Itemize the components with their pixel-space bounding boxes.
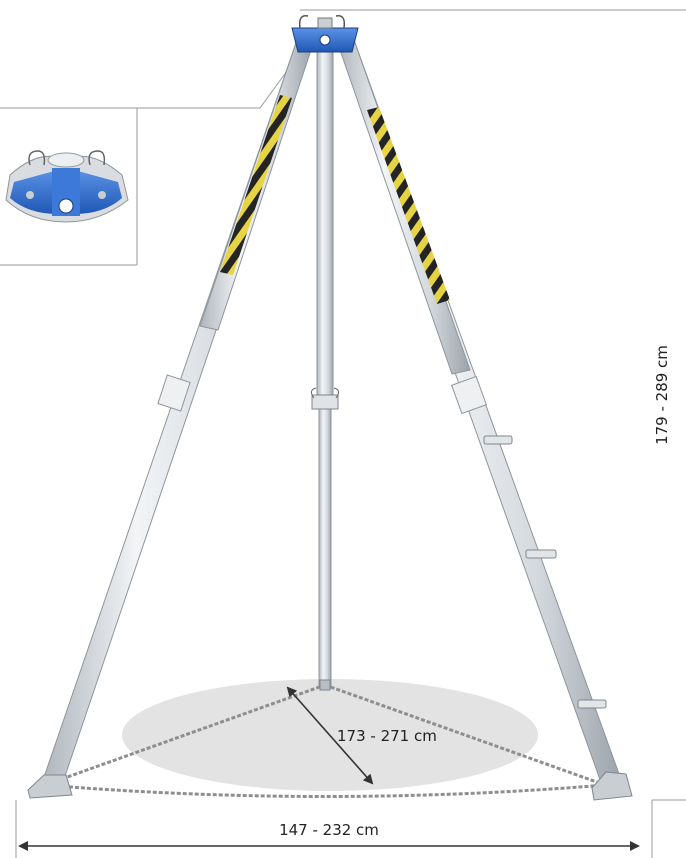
foot-plates bbox=[27, 771, 633, 801]
ladder-steps bbox=[483, 435, 607, 709]
width-dimension-label: 147 - 232 cm bbox=[279, 821, 379, 839]
height-dimension-label: 179 - 289 cm bbox=[653, 345, 671, 445]
callout-inset-line bbox=[0, 59, 296, 109]
diagonal-dimension-arrow bbox=[286, 686, 374, 785]
diagonal-dimension-label: 173 - 271 cm bbox=[337, 727, 437, 745]
center-leg bbox=[310, 43, 340, 691]
tripod-head-detail-icon bbox=[5, 150, 129, 223]
tripod-head bbox=[291, 15, 359, 53]
right-leg bbox=[337, 39, 624, 789]
left-leg bbox=[41, 39, 314, 786]
